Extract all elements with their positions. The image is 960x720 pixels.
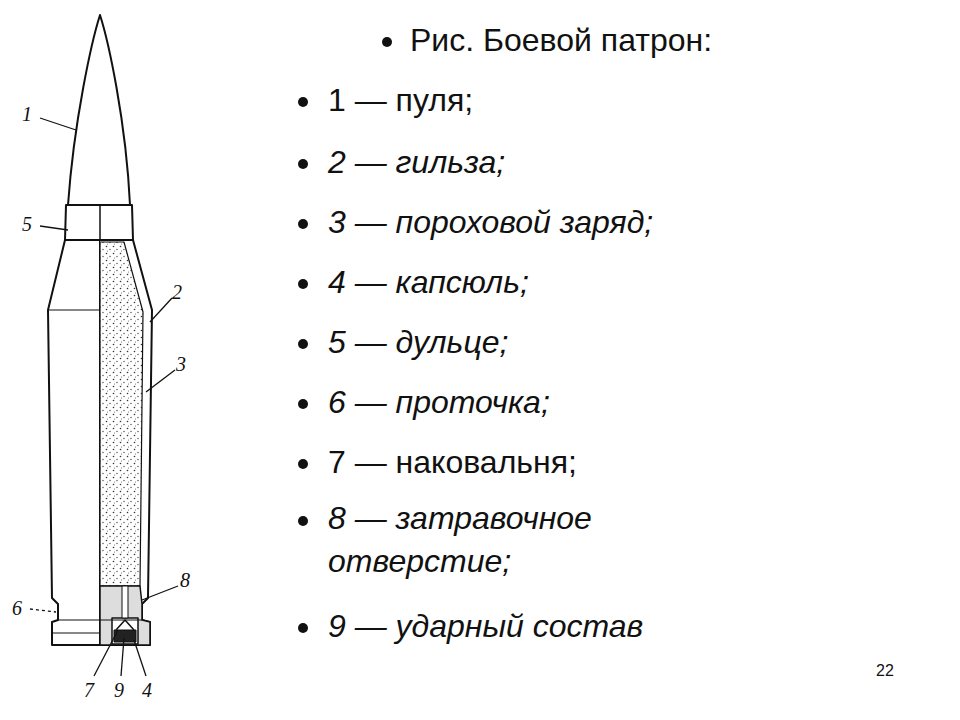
callout-number: 4 bbox=[142, 676, 152, 704]
list-bullet bbox=[298, 516, 308, 526]
list-bullet bbox=[298, 279, 308, 289]
legend-item: 6 — проточка; bbox=[328, 380, 550, 425]
legend-item: 8 — затравочное отверстие; bbox=[328, 497, 718, 583]
legend-item: 1 — пуля; bbox=[328, 78, 473, 123]
callout-number: 2 bbox=[172, 278, 182, 306]
legend-item: 4 — капсюль; bbox=[328, 260, 529, 305]
callout-number: 6 bbox=[12, 594, 22, 622]
list-bullet bbox=[298, 97, 308, 107]
legend-item: 3 — пороховой заряд; bbox=[328, 200, 653, 245]
legend-item: 5 — дульце; bbox=[328, 320, 508, 365]
list-bullet bbox=[298, 623, 308, 633]
list-bullet bbox=[298, 339, 308, 349]
callout-number: 5 bbox=[22, 210, 32, 238]
callout-number: 8 bbox=[180, 566, 190, 594]
legend-item: 2 — гильза; bbox=[328, 140, 505, 185]
callout-number: 7 bbox=[84, 676, 94, 704]
slide-title: Рис. Боевой патрон: bbox=[410, 18, 712, 63]
callout-number: 3 bbox=[176, 350, 186, 378]
list-bullet bbox=[382, 37, 392, 47]
list-bullet bbox=[298, 459, 308, 469]
callout-number: 9 bbox=[114, 676, 124, 704]
list-bullet bbox=[298, 219, 308, 229]
list-bullet bbox=[298, 159, 308, 169]
list-bullet bbox=[298, 399, 308, 409]
page-number: 22 bbox=[876, 660, 894, 682]
legend-item: 7 — наковальня; bbox=[328, 440, 577, 485]
callout-number: 1 bbox=[22, 100, 32, 128]
legend-item: 9 — ударный состав bbox=[328, 604, 643, 649]
